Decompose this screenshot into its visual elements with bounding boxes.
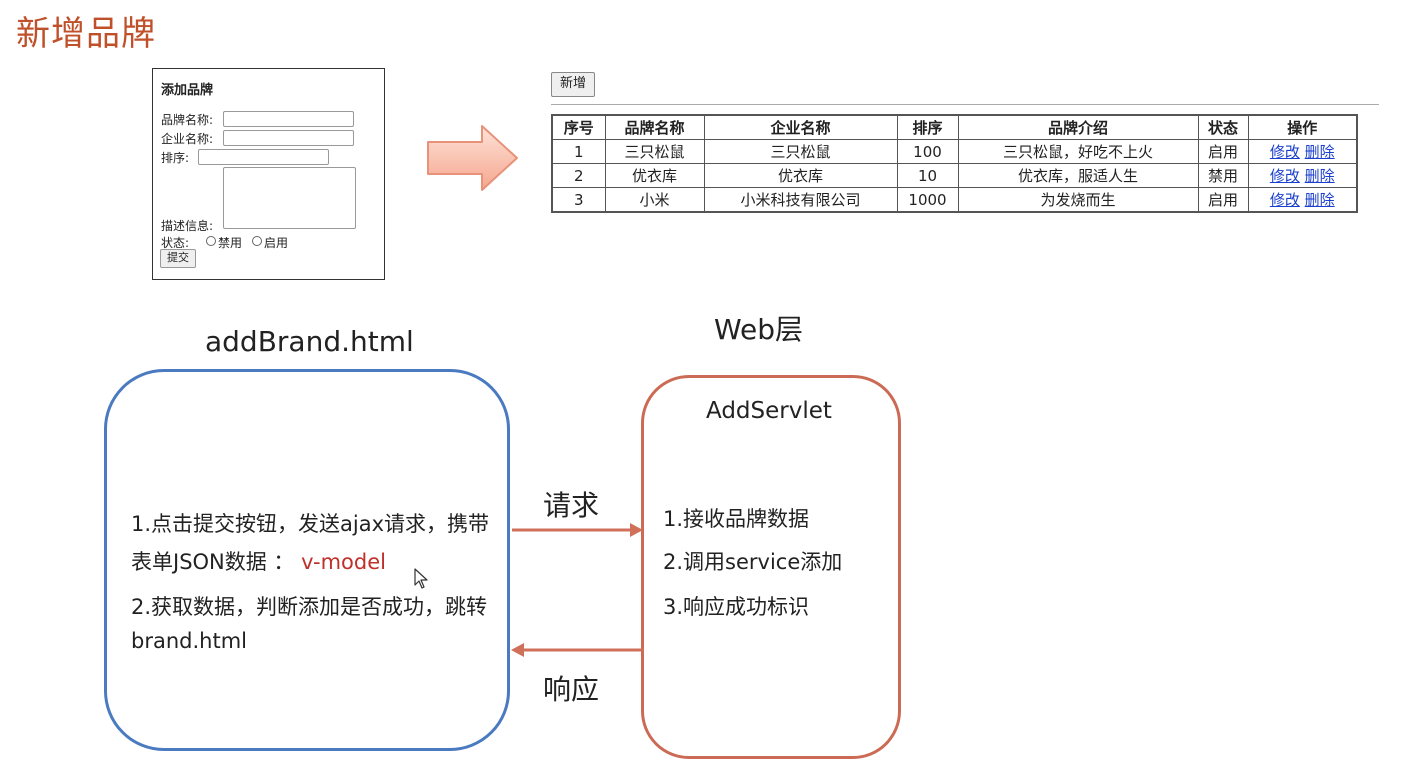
status-disabled-label: 禁用: [218, 236, 243, 250]
left-step1-text: 表单JSON数据 ：: [131, 550, 295, 574]
servlet-title: AddServlet: [706, 398, 832, 424]
right-step-1: 1.接收品牌数据: [663, 507, 810, 531]
left-step1-line1: 1.点击提交按钮，发送ajax请求，携带: [131, 512, 490, 536]
servlet-box: [641, 375, 901, 759]
status-label: 状态:: [161, 236, 190, 250]
right-step-3: 3.响应成功标识: [663, 595, 810, 619]
left-step1-line2: 表单JSON数据 ： v-model: [131, 546, 386, 576]
description-textarea[interactable]: [223, 167, 356, 229]
page-title: 新增品牌: [16, 14, 156, 54]
response-label: 响应: [543, 673, 600, 706]
company-name-label: 企业名称:: [161, 132, 214, 146]
cursor-icon: [414, 568, 428, 589]
cell-company: 优衣库: [703, 163, 898, 188]
add-button[interactable]: 新增: [551, 72, 595, 97]
left-step2-line2: brand.html: [131, 629, 247, 653]
right-step-2: 2.调用service添加: [663, 550, 843, 574]
cell-brand: 三只松鼠: [604, 139, 705, 164]
v-model-highlight: v-model: [301, 550, 386, 574]
header-cell: 序号: [551, 114, 606, 140]
cell-actions: 修改 删除: [1247, 139, 1358, 164]
status-enabled-radio[interactable]: [252, 236, 262, 246]
header-cell: 品牌名称: [604, 114, 705, 140]
cell-status: 禁用: [1197, 163, 1249, 188]
client-box: [104, 369, 510, 751]
brand-name-input[interactable]: [223, 111, 354, 127]
table-row: 1 三只松鼠 三只松鼠 100 三只松鼠，好吃不上火 启用 修改 删除: [551, 139, 1358, 164]
cell-status: 启用: [1197, 187, 1249, 213]
add-brand-form: 添加品牌 品牌名称: 企业名称: 排序: 描述信息: 状态: 禁用 启用 提交: [152, 68, 385, 280]
left-step2-line1: 2.获取数据，判断添加是否成功，跳转: [131, 595, 488, 619]
form-title: 添加品牌: [161, 83, 214, 98]
delete-link[interactable]: 删除: [1304, 167, 1335, 185]
header-cell: 状态: [1197, 114, 1249, 140]
cell-company: 三只松鼠: [703, 139, 898, 164]
cell-desc: 三只松鼠，好吃不上火: [957, 139, 1199, 164]
header-cell: 排序: [896, 114, 959, 140]
header-cell: 企业名称: [703, 114, 898, 140]
edit-link[interactable]: 修改: [1269, 143, 1300, 161]
delete-link[interactable]: 删除: [1304, 191, 1335, 209]
cell-order: 1000: [896, 187, 959, 213]
status-enabled-label: 启用: [264, 236, 289, 250]
left-box-title: addBrand.html: [205, 325, 414, 358]
table-row: 3 小米 小米科技有限公司 1000 为发烧而生 启用 修改 删除: [551, 187, 1358, 213]
edit-link[interactable]: 修改: [1269, 167, 1300, 185]
cell-company: 小米科技有限公司: [703, 187, 898, 213]
ordered-label: 排序:: [161, 151, 190, 165]
company-name-input[interactable]: [223, 130, 354, 146]
cell-brand: 优衣库: [604, 163, 705, 188]
ordered-input[interactable]: [198, 149, 329, 165]
response-arrow-icon: [511, 643, 644, 657]
table-header-row: 序号 品牌名称 企业名称 排序 品牌介绍 状态 操作: [551, 114, 1358, 140]
edit-link[interactable]: 修改: [1269, 191, 1300, 209]
brand-name-label: 品牌名称:: [161, 113, 214, 127]
header-cell: 品牌介绍: [957, 114, 1199, 140]
cell-brand: 小米: [604, 187, 705, 213]
web-layer-title: Web层: [714, 313, 804, 346]
cell-id: 3: [551, 187, 606, 213]
cell-desc: 为发烧而生: [957, 187, 1199, 213]
cell-actions: 修改 删除: [1247, 187, 1358, 213]
cell-order: 100: [896, 139, 959, 164]
description-label: 描述信息:: [161, 219, 214, 233]
delete-link[interactable]: 删除: [1304, 143, 1335, 161]
status-disabled-radio[interactable]: [206, 236, 216, 246]
brand-table: 序号 品牌名称 企业名称 排序 品牌介绍 状态 操作 1 三只松鼠 三只松鼠 1…: [551, 114, 1358, 213]
table-row: 2 优衣库 优衣库 10 优衣库，服适人生 禁用 修改 删除: [551, 163, 1358, 188]
divider: [551, 104, 1379, 105]
cell-status: 启用: [1197, 139, 1249, 164]
right-arrow-icon: [427, 125, 518, 191]
cell-desc: 优衣库，服适人生: [957, 163, 1199, 188]
submit-button[interactable]: 提交: [160, 249, 196, 268]
cell-order: 10: [896, 163, 959, 188]
cell-id: 2: [551, 163, 606, 188]
header-cell: 操作: [1247, 114, 1358, 140]
request-label: 请求: [543, 489, 600, 522]
request-arrow-icon: [512, 523, 643, 537]
cell-actions: 修改 删除: [1247, 163, 1358, 188]
cell-id: 1: [551, 139, 606, 164]
